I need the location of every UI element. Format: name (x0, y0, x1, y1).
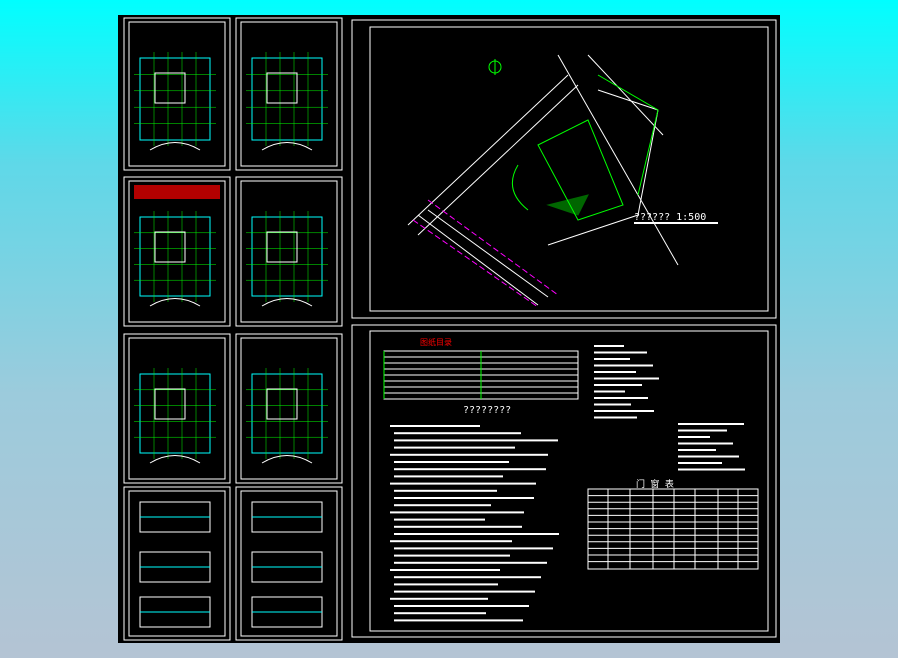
note-line (394, 504, 491, 507)
note-line (394, 619, 523, 622)
site-plan-property-line (412, 199, 559, 308)
sheet-second-floor-plan (123, 176, 231, 327)
site-plan-roads (407, 54, 679, 306)
note-line (390, 511, 524, 514)
sheet-roof-plan (235, 176, 343, 327)
note-line (394, 489, 497, 492)
sheet-elevations-b (235, 486, 343, 641)
note-line (394, 576, 541, 579)
site-plan-scale-label: ?????? 1:500 (634, 212, 706, 223)
note-line (394, 432, 521, 435)
note-line (390, 425, 480, 427)
note-line (390, 540, 512, 543)
sheet-stair-details (235, 333, 343, 484)
notes-sheet: 图纸目录 ???????? 门 窗 表 (351, 324, 777, 638)
note-line (594, 390, 625, 393)
door-window-table-title: 门 窗 表 (636, 478, 674, 490)
site-plan-sheet: ?????? 1:500 (351, 19, 777, 319)
note-line (394, 446, 515, 449)
sheet-elevations-a (123, 486, 231, 641)
note-line (394, 583, 498, 586)
note-line (394, 547, 553, 550)
note-line (678, 462, 722, 464)
note-line (594, 403, 631, 406)
note-line (594, 416, 637, 419)
note-line (394, 468, 546, 471)
drawing-sheets: ?????? 1:500 图纸目录 ???????? 门 窗 表 (123, 17, 777, 641)
note-line (394, 439, 558, 442)
note-line (394, 525, 522, 528)
note-line (594, 371, 636, 373)
note-line (678, 423, 744, 425)
note-line (594, 345, 624, 347)
note-line (678, 449, 716, 451)
note-line (594, 410, 654, 412)
note-line (394, 612, 486, 615)
note-line (678, 442, 733, 445)
note-line (594, 384, 642, 386)
note-line (394, 497, 534, 499)
sheet-section-details (123, 333, 231, 484)
note-line (678, 455, 739, 458)
cad-drawing-canvas[interactable]: ?????? 1:500 图纸目录 ???????? 门 窗 表 (118, 15, 780, 643)
note-line (594, 364, 653, 367)
drawing-index-title: 图纸目录 (420, 337, 452, 347)
note-line (594, 397, 648, 399)
note-line (390, 482, 536, 485)
design-notes-title: ???????? (463, 405, 511, 416)
note-line (390, 453, 548, 456)
sheet-first-floor-plan (235, 17, 343, 171)
note-line (594, 351, 647, 354)
note-line (394, 605, 529, 607)
site-plan-building (511, 74, 659, 221)
note-line (394, 590, 535, 593)
note-line (678, 429, 727, 432)
note-line (394, 475, 503, 478)
note-line (390, 569, 500, 571)
note-line (394, 554, 510, 557)
note-line (394, 533, 559, 535)
note-line (394, 561, 547, 564)
note-line (594, 377, 659, 380)
note-line (678, 436, 710, 438)
note-line (394, 461, 509, 463)
note-line (390, 597, 488, 600)
note-line (678, 468, 745, 471)
note-line (594, 358, 630, 360)
note-line (394, 518, 485, 521)
sheet-ground-floor-plan (123, 17, 231, 171)
